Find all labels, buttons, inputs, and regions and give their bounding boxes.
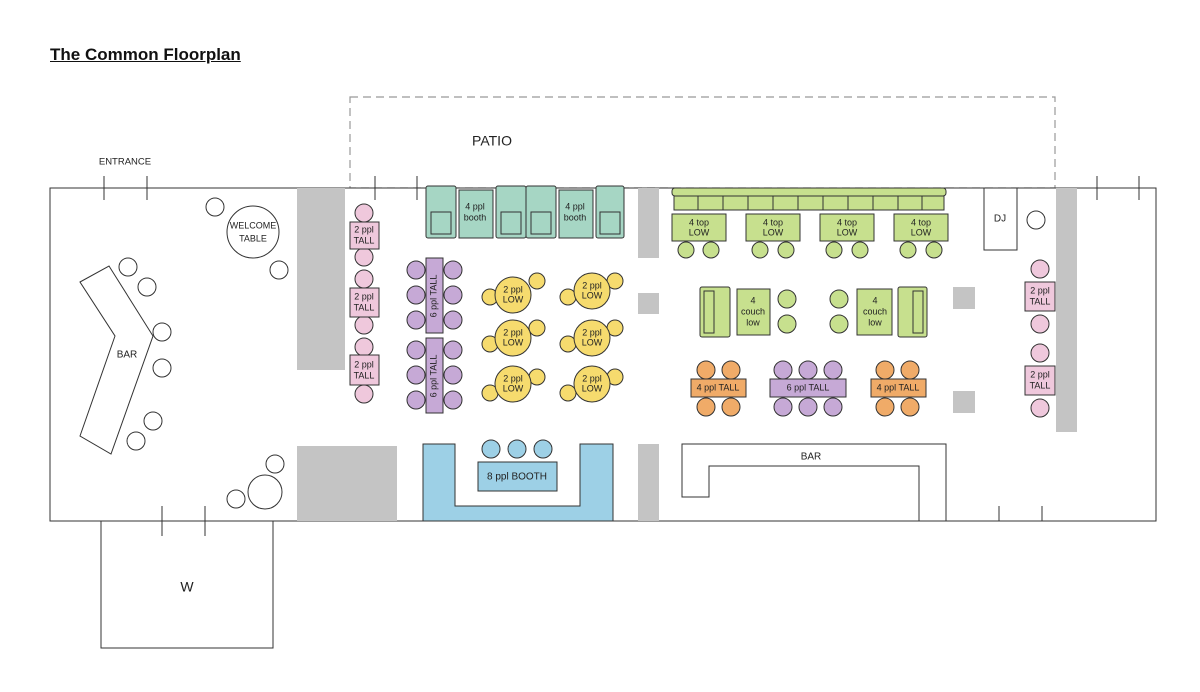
two-tall-label: TALL: [354, 370, 375, 380]
tall-row: [690, 360, 927, 417]
patio-outline: [349, 96, 1056, 189]
two-low-label: LOW: [582, 383, 603, 393]
two-low-label: LOW: [503, 294, 524, 304]
booth-4-label: 4 ppl: [465, 201, 485, 211]
four-top-label: LOW: [837, 227, 858, 237]
couch-label: low: [746, 317, 760, 327]
two-low-label: LOW: [503, 383, 524, 393]
six-tall-label: 6 ppl TALL: [787, 382, 830, 392]
entry-stools: [205, 197, 289, 510]
bar-left: [79, 265, 154, 455]
two-low-label: LOW: [582, 290, 603, 300]
bar-right: [681, 443, 947, 522]
booth-4-label: booth: [464, 212, 487, 222]
couch-label: 4: [872, 295, 877, 305]
four-top-label: 4 top: [837, 217, 857, 227]
booth-8-label: 8 ppl BOOTH: [487, 472, 547, 483]
two-low-labels: 2 ppl LOW 2 ppl LOW 2 ppl LOW 2 ppl LOW …: [503, 280, 603, 393]
door-ticks: [103, 176, 1140, 536]
booth-8-seats: [477, 439, 558, 492]
four-top-label: 4 top: [763, 217, 783, 227]
booth-4-label: 4 ppl: [565, 201, 585, 211]
couch-label: 4: [750, 295, 755, 305]
page-title: The Common Floorplan: [50, 45, 241, 64]
two-low-label: 2 ppl: [582, 327, 602, 337]
two-low-label: LOW: [582, 337, 603, 347]
two-low-label: 2 ppl: [503, 327, 523, 337]
lime-bench: [671, 187, 949, 259]
six-tall-label: 6 ppl TALL: [428, 355, 438, 398]
four-top-label: LOW: [689, 227, 710, 237]
booth-8: [422, 443, 614, 522]
couch-label: couch: [741, 306, 765, 316]
entrance-label: ENTRANCE: [99, 157, 151, 168]
couch-label: couch: [863, 306, 887, 316]
two-low-label: 2 ppl: [582, 373, 602, 383]
bar-right-label: BAR: [801, 452, 822, 463]
stool: [1026, 210, 1046, 230]
two-tall-right: [1024, 259, 1056, 418]
bar-left-stools: [118, 257, 172, 451]
booths-teal: [425, 185, 625, 239]
bar-left-label: BAR: [117, 350, 138, 361]
welcome-table-label: TABLE: [239, 233, 267, 243]
two-tall-label: 2 ppl: [354, 359, 374, 369]
patio-label: PATIO: [472, 133, 512, 149]
booth-4-label: booth: [564, 212, 587, 222]
two-tall-label: 2 ppl: [1030, 285, 1050, 295]
pillars: [297, 188, 1077, 521]
dj-booth: [983, 187, 1018, 251]
two-low-tables: [481, 272, 624, 403]
four-top-label: LOW: [763, 227, 784, 237]
four-top-label: LOW: [911, 227, 932, 237]
two-tall-label: TALL: [1030, 380, 1051, 390]
two-tall-left: [349, 203, 380, 404]
w-room: [100, 520, 274, 649]
welcome-table-label: WELCOME: [230, 220, 277, 230]
four-tall-label: 4 ppl TALL: [697, 382, 740, 392]
two-tall-label: 2 ppl: [354, 224, 374, 234]
two-low-label: 2 ppl: [503, 284, 523, 294]
two-low-label: 2 ppl: [582, 280, 602, 290]
welcome-table: [226, 205, 280, 259]
two-tall-label: 2 ppl: [354, 291, 374, 301]
couch-label: low: [868, 317, 882, 327]
two-tall-label: TALL: [354, 235, 375, 245]
four-top-label: 4 top: [689, 217, 709, 227]
four-top-labels: 4 top LOW 4 top LOW 4 top LOW 4 top LOW: [689, 217, 932, 237]
two-low-label: LOW: [503, 337, 524, 347]
two-tall-label: TALL: [1030, 296, 1051, 306]
six-tall-label: 6 ppl TALL: [428, 275, 438, 318]
w-label: W: [180, 579, 194, 595]
four-top-label: 4 top: [911, 217, 931, 227]
two-low-label: 2 ppl: [503, 373, 523, 383]
two-tall-label: 2 ppl: [1030, 369, 1050, 379]
four-tall-label: 4 ppl TALL: [877, 382, 920, 392]
dj-label: DJ: [994, 214, 1006, 225]
six-tall-vertical: [406, 257, 463, 414]
two-tall-label: TALL: [354, 302, 375, 312]
couch-groups: [699, 286, 928, 338]
